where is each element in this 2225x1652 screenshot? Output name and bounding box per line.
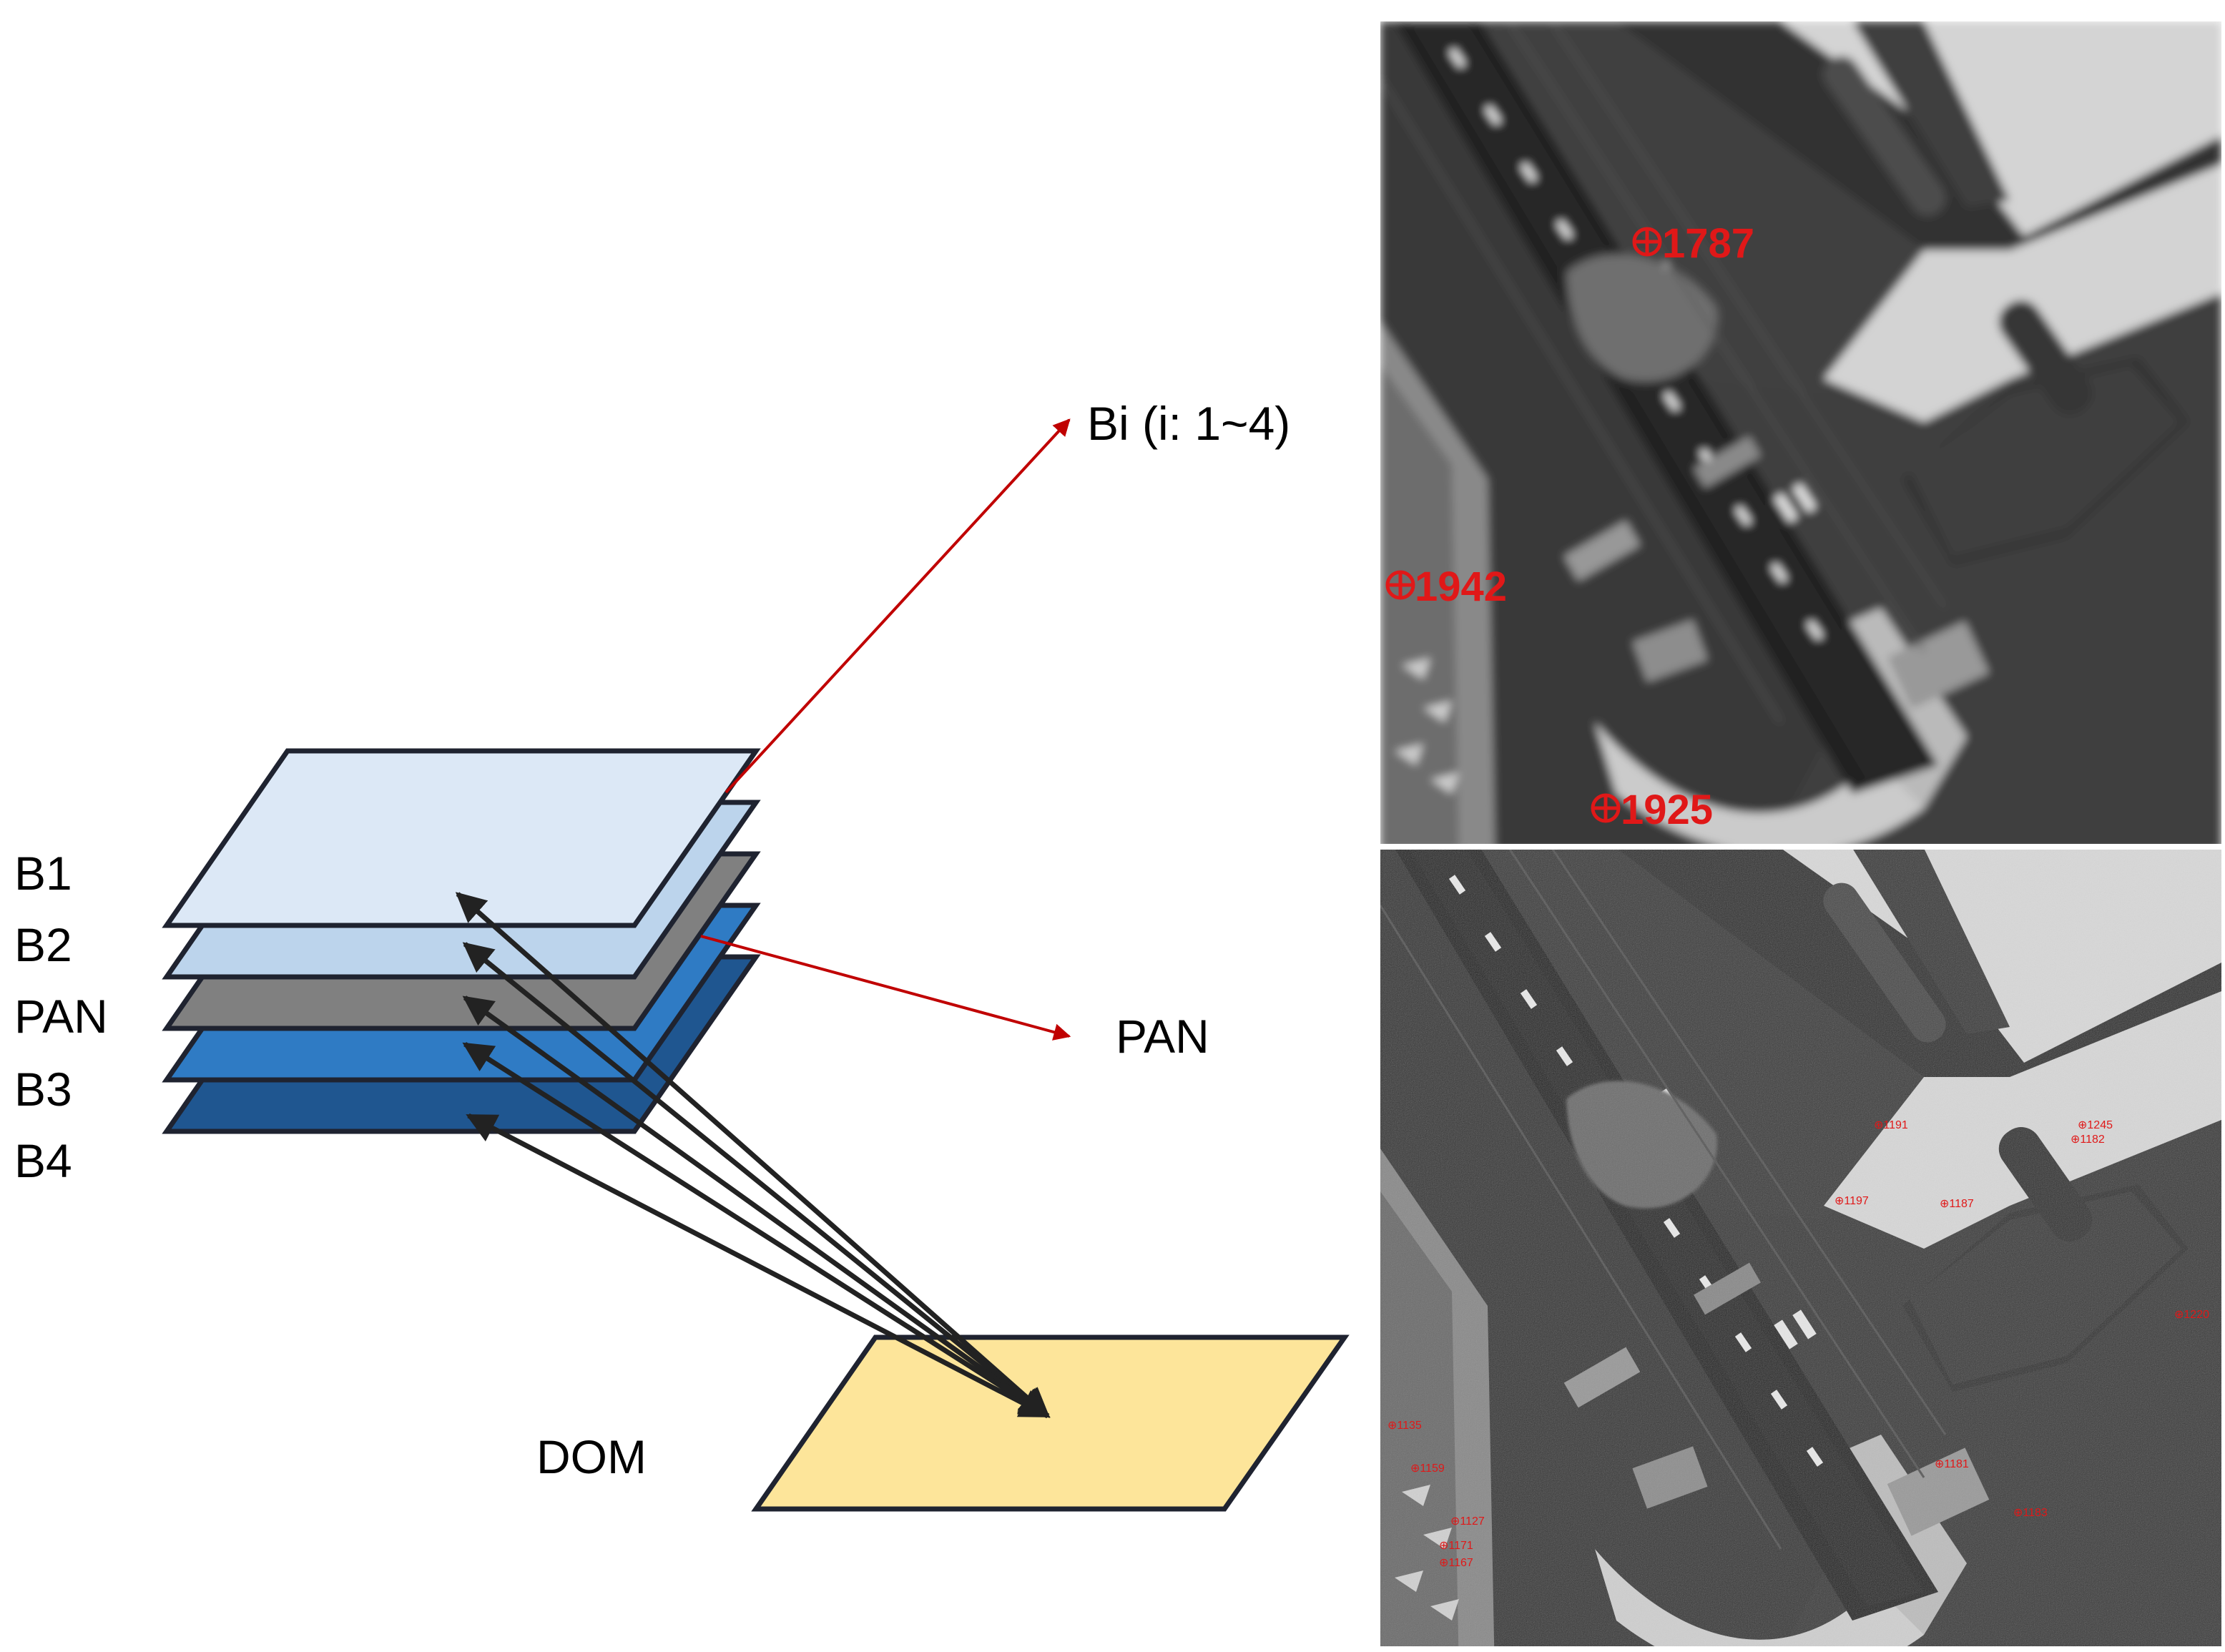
marker-1925: 1925 <box>1591 787 1713 833</box>
label-b4: B4 <box>14 1134 72 1187</box>
stack-labels: B1 B2 PAN B3 B4 <box>14 847 108 1187</box>
image-separator <box>1380 844 2221 850</box>
pan-image <box>1380 848 2221 1652</box>
svg-text:1787: 1787 <box>1662 220 1754 267</box>
label-b2: B2 <box>14 918 72 971</box>
label-b1: B1 <box>14 847 72 900</box>
marker-1167: ⊕1167 <box>1439 1557 1473 1569</box>
arrow-to-band <box>725 418 1071 794</box>
label-b3: B3 <box>14 1063 72 1116</box>
arrow-to-pan <box>700 935 1071 1041</box>
marker-1127: ⊕1127 <box>1450 1515 1485 1528</box>
marker-1159: ⊕1159 <box>1410 1462 1445 1475</box>
marker-1187: ⊕1187 <box>1940 1198 1974 1210</box>
label-target-pan: PAN <box>1116 1010 1209 1063</box>
arrow-dom-b4 <box>466 1113 1051 1419</box>
marker-1135: ⊕1135 <box>1387 1420 1422 1432</box>
svg-text:1942: 1942 <box>1415 564 1507 610</box>
band-stack <box>162 748 761 1134</box>
arrow-dom-b2 <box>462 942 1051 1418</box>
arrow-dom-b3 <box>462 1042 1051 1418</box>
marker-1183: ⊕1183 <box>2013 1507 2048 1519</box>
label-pan: PAN <box>14 990 108 1043</box>
marker-1182: ⊕1182 <box>2071 1134 2105 1146</box>
projection-arrows <box>455 892 1051 1419</box>
marker-1197: ⊕1197 <box>1834 1195 1869 1207</box>
marker-1171: ⊕1171 <box>1439 1540 1473 1552</box>
marker-1220: ⊕1220 <box>2174 1309 2209 1321</box>
label-target-band: Bi (i: 1~4) <box>1087 397 1290 450</box>
label-dom: DOM <box>536 1430 647 1483</box>
bottom-markers: ⊕1191 ⊕1245 ⊕1182 ⊕1197 ⊕1187 ⊕1220 ⊕113… <box>1387 1119 2209 1569</box>
svg-text:1925: 1925 <box>1621 787 1713 833</box>
arrow-dom-pan <box>462 995 1051 1418</box>
dom-plane <box>751 1334 1350 1512</box>
marker-1245: ⊕1245 <box>2078 1119 2113 1131</box>
top-markers: 1787 1942 1925 <box>1385 220 1754 833</box>
band-image <box>1380 21 2221 845</box>
marker-1787: 1787 <box>1632 220 1754 267</box>
marker-1942: 1942 <box>1385 564 1507 610</box>
marker-1191: ⊕1191 <box>1874 1119 1908 1131</box>
marker-1181: ⊕1181 <box>1935 1458 1969 1470</box>
